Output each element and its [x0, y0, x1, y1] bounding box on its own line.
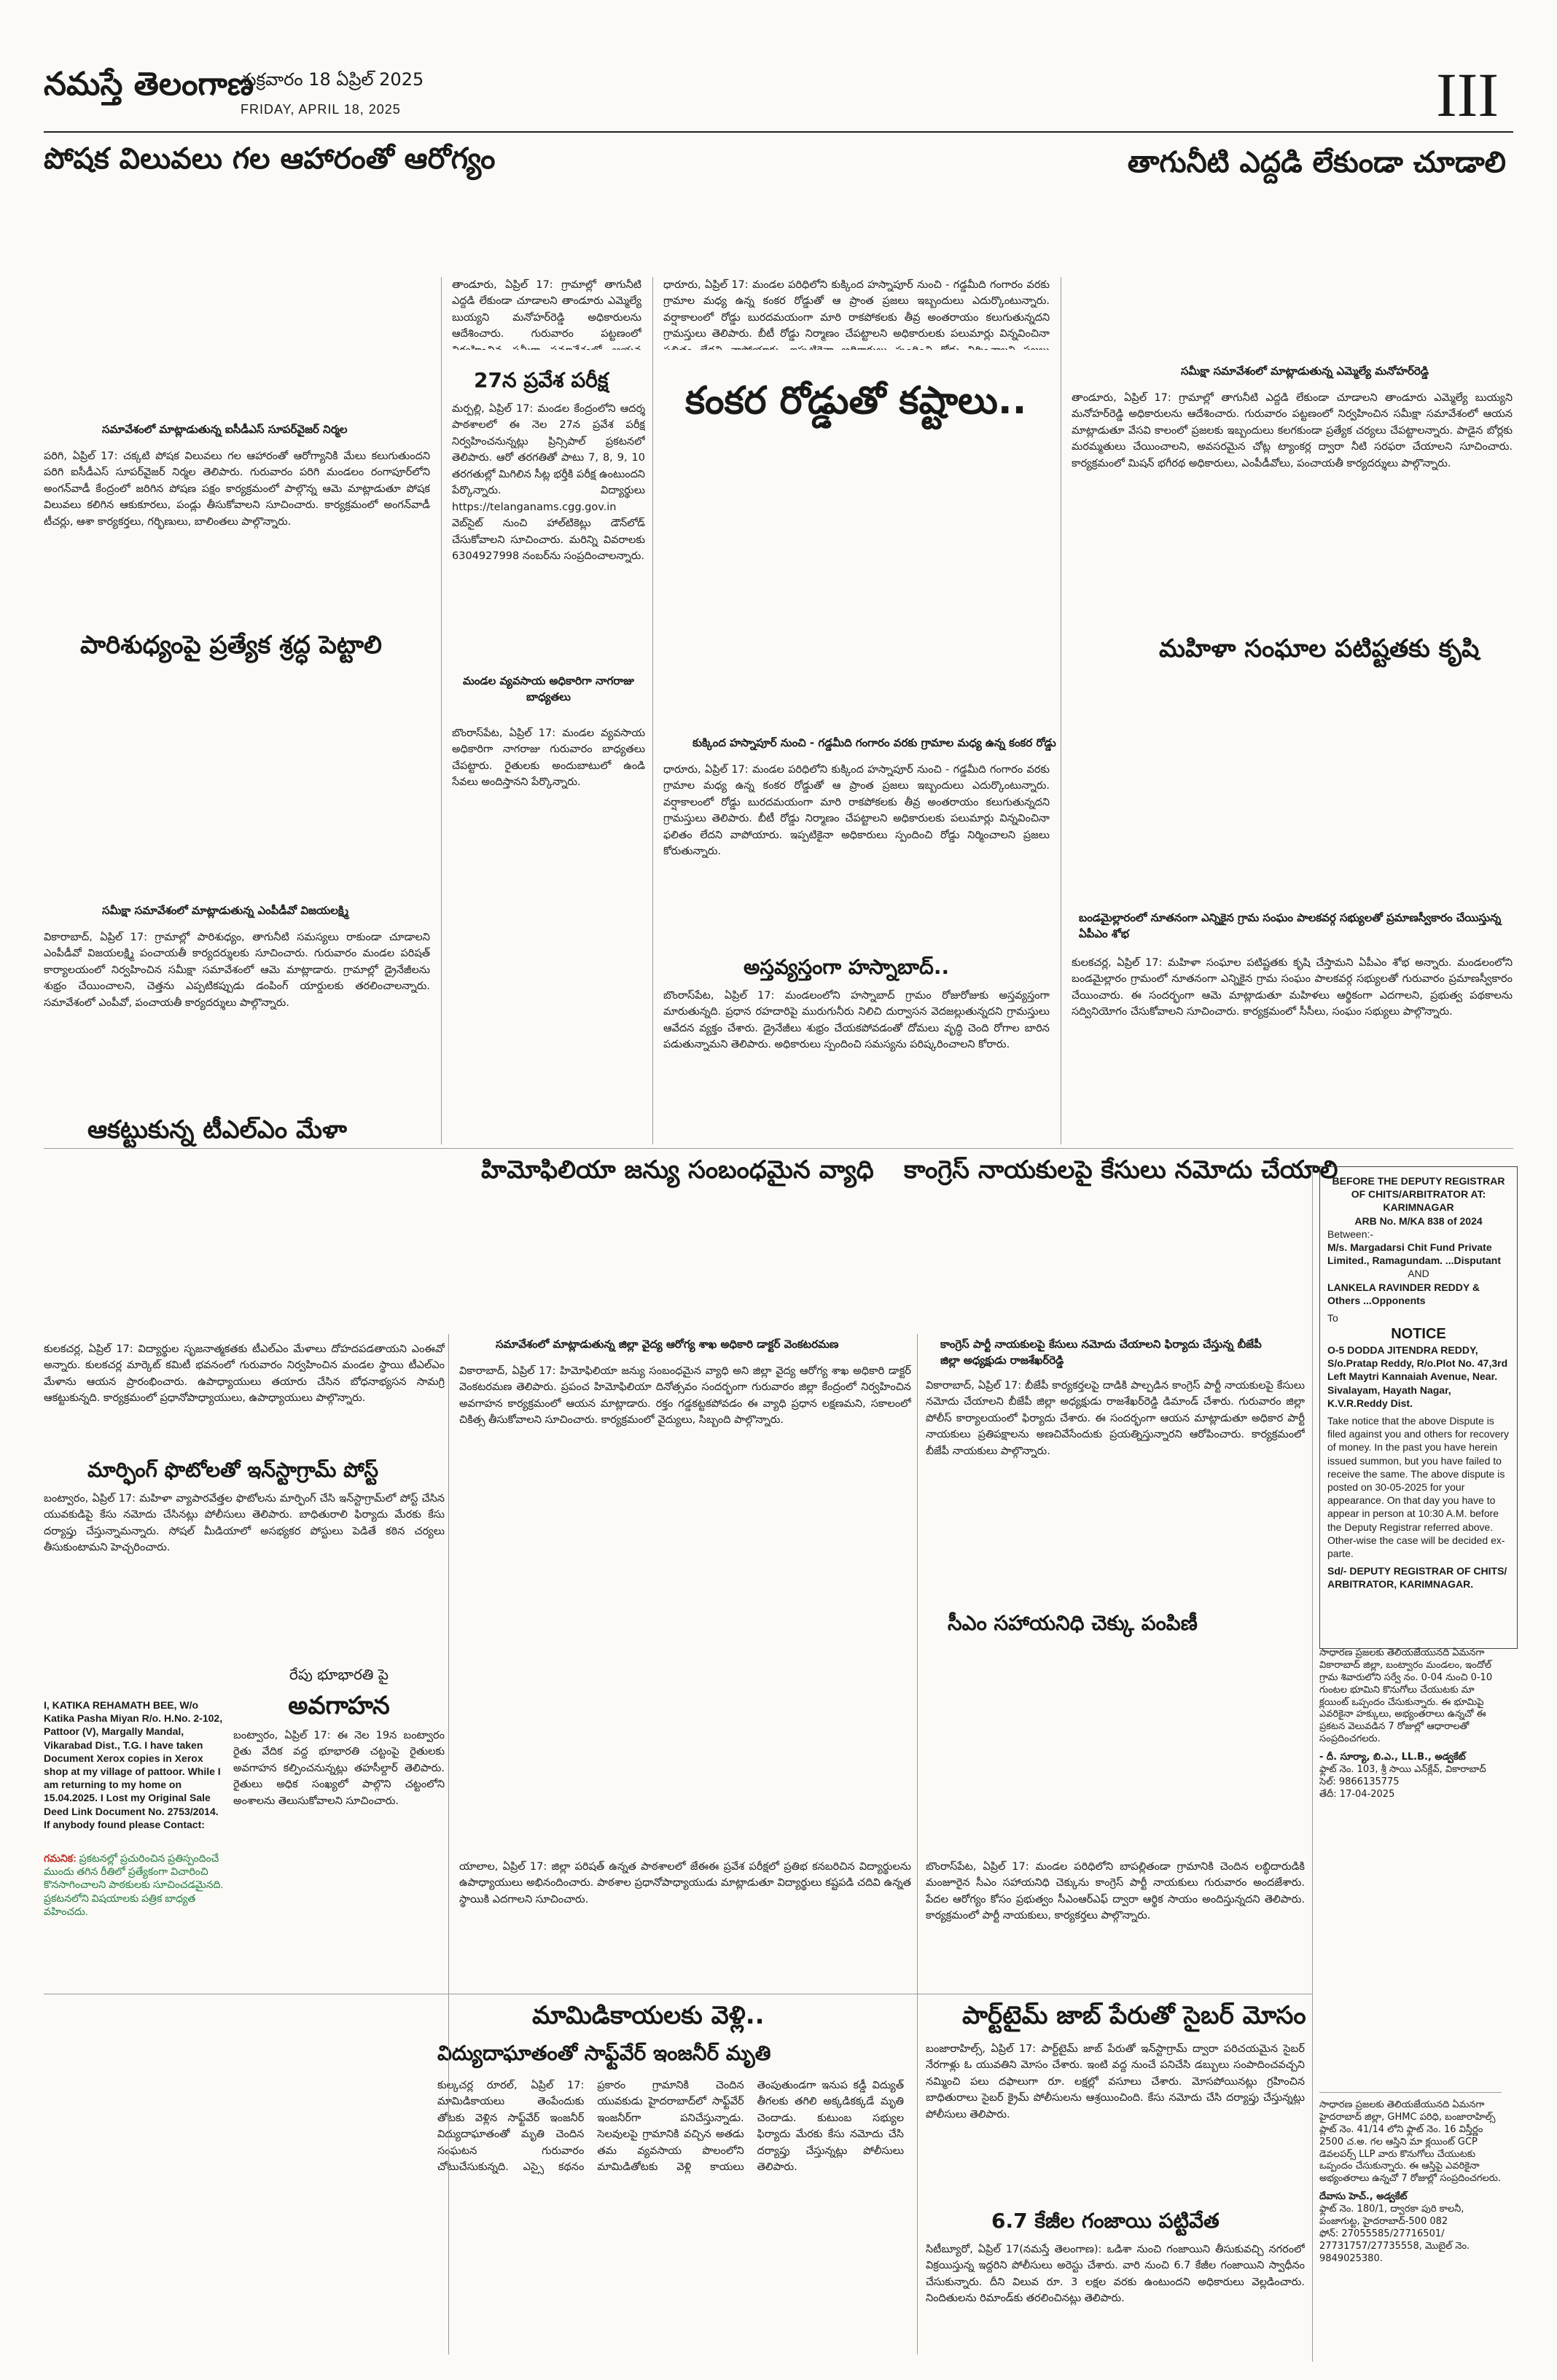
headline-bhubharati: అవగాహన — [288, 1691, 390, 1720]
caption-water: సమీక్షా సమావేశంలో మాట్లాడుతున్న ఎమ్మెల్య… — [1181, 364, 1429, 378]
headline-entrance: 27న ప్రవేశ పరీక్ష — [474, 368, 609, 392]
headline-water: తాగునీటి ఎద్దడి లేకుండా చూడాలి — [1127, 146, 1506, 179]
headline-sanitation: పారిశుధ్యంపై ప్రత్యేక శ్రద్ధ పెట్టాలి — [80, 631, 382, 660]
article-entrance: మర్పల్లి, ఏప్రిల్ 17: మండల కేంద్రంలోని ఆ… — [452, 403, 645, 563]
headline-ganja: 6.7 కేజీల గంజాయి పట్టివేత — [991, 2209, 1220, 2233]
page-number: III — [1436, 60, 1499, 130]
property-notice-1: సాధారణ ప్రజలకు తెలియజేయునది ఏమనగా వికారా… — [1319, 1647, 1493, 1800]
article-yalal: యాలాల, ఏప్రిల్ 17: జిల్లా పరిషత్ ఉన్నత ప… — [459, 1861, 911, 1905]
article-top-continuation-2: ధారూరు, ఏప్రిల్ 17: మండల పరిధిలోని కుక్క… — [663, 279, 1050, 350]
classified-disclaimer: గమనిక: ప్రకటనల్లో ప్రచురించిన ప్రతిస్పంద… — [44, 1852, 224, 1917]
caption-congress: కాంగ్రెస్ పార్టీ నాయకులపై కేసులు నమోదు చ… — [940, 1338, 1262, 1367]
article-cyber: బంజారాహిల్స్, ఏప్రిల్ 17: పార్ట్‌టైమ్ జా… — [926, 2043, 1305, 2120]
notice-heading: NOTICE — [1391, 1326, 1446, 1343]
article-cmrf: బొంరాస్‌పేట, ఏప్రిల్ 17: మండల పరిధిలోని … — [926, 1861, 1305, 1922]
article-ganja: సిటీబ్యూరో, ఏప్రిల్ 17(నమస్తే తెలంగాణ): … — [926, 2244, 1305, 2305]
article-agri-officer: బొంరాస్‌పేట, ఏప్రిల్ 17: మండల వ్యవసాయ అధ… — [452, 727, 645, 789]
headline-kankara: కంకర రోడ్డుతో కష్టాలు.. — [685, 379, 1027, 423]
article-kankara: ధారూరు, ఏప్రిల్ 17: మండల పరిధిలోని కుక్క… — [663, 764, 1050, 858]
caption-nutrition: సమావేశంలో మాట్లాడుతున్న ఐసీడీఎస్ సూపర్‌వ… — [102, 423, 348, 436]
article-women: కులకచర్ల, ఏప్రిల్ 17: మహిళా సంఘాల పటిష్ట… — [1072, 957, 1513, 1018]
article-marphing: బంట్వారం, ఏప్రిల్ 17: మహిళా వ్యాపారవేత్త… — [44, 1493, 445, 1554]
headline-mango: మామిడికాయలకు వెళ్లి.. — [532, 2001, 765, 2030]
article-hospital: బొంరాస్‌పేట, ఏప్రిల్ 17: మండలంలోని హస్నా… — [663, 990, 1050, 1051]
headline-hospital: అస్తవ్యస్తంగా హస్నాబాద్.. — [744, 955, 950, 979]
article-mango: కుల్కచర్ల రూరల్, ఏప్రిల్ 17: మామిడికాయలు… — [437, 2080, 904, 2174]
date-english: FRIDAY, APRIL 18, 2025 — [241, 102, 401, 117]
masthead-rule — [44, 131, 1513, 133]
headline-electrocution: విద్యుదాఘాతంతో సాఫ్ట్‌వేర్ ఇంజనీర్ మృతి — [437, 2041, 771, 2065]
article-tlm-mela: కులకచర్ల, ఏప్రిల్ 17: విద్యార్థుల సృజనాత… — [44, 1343, 445, 1405]
property-notice-2: సాధారణ ప్రజలకు తెలియజేయునది ఏమనగా హైదరాబ… — [1319, 2099, 1502, 2264]
caption-sanitation: సమీక్షా సమావేశంలో మాట్లాడుతున్న ఎంపీడీవో… — [102, 904, 349, 917]
article-nutrition: పరిగి, ఏప్రిల్ 17: చక్కటి పోషక విలువలు గ… — [44, 450, 430, 528]
legal-notice: BEFORE THE DEPUTY REGISTRAR OF CHITS/ARB… — [1319, 1166, 1518, 1649]
masthead-title: నమస్తే తెలంగాణ — [44, 66, 254, 103]
caption-hemophilia: సమావేశంలో మాట్లాడుతున్న జిల్లా వైద్య ఆరో… — [496, 1338, 839, 1351]
headline-hemophilia: హిమోఫిలియా జన్యు సంబంధమైన వ్యాధి — [481, 1155, 874, 1185]
article-congress: వికారాబాద్, ఏప్రిల్ 17: బీజేపీ కార్యకర్త… — [926, 1380, 1305, 1457]
caption-women: బండమైల్లారంలో నూతనంగా ఎన్నికైన గ్రామ సంఘ… — [1079, 911, 1502, 940]
headline-tlm: ఆకట్టుకున్న టీఎల్ఎం మేళా — [87, 1115, 347, 1144]
article-top-continuation: తాండూరు, ఏప్రిల్ 17: గ్రామాల్లో తాగునీటి… — [452, 279, 641, 350]
headline-cyber: పార్ట్‌టైమ్ జాబ్ పేరుతో సైబర్ మోసం — [962, 2001, 1306, 2030]
date-telugu: శుక్రవారం 18 ఏప్రిల్ 2025 — [241, 69, 424, 90]
article-sanitation: వికారాబాద్, ఏప్రిల్ 17: గ్రామాల్లో పారిశ… — [44, 932, 430, 1009]
headline-marphing: మార్ఫింగ్ ఫొటోలతో ఇన్‌స్టాగ్రామ్ పోస్ట్ — [87, 1458, 378, 1482]
headline-congress: కాంగ్రెస్ నాయకులపై కేసులు నమోదు చేయాలి — [904, 1155, 1338, 1185]
headline-bhubharati-pre: రేపు భూభారతి పై — [289, 1666, 389, 1683]
headline-women-groups: మహిళా సంఘాల పటిష్టతకు కృషి — [1159, 634, 1480, 663]
article-hemophilia: వికారాబాద్, ఏప్రిల్ 17: హిమోఫిలియా జన్యు… — [459, 1365, 911, 1427]
article-water: తాండూరు, ఏప్రిల్ 17: గ్రామాల్లో తాగునీటి… — [1072, 392, 1513, 469]
headline-cmrf: సీఎం సహాయనిధి చెక్కు పంపిణీ — [948, 1611, 1198, 1635]
article-bhubharati: బంట్వారం, ఏప్రిల్ 17: ఈ నెల 19న బంట్వారం… — [233, 1730, 445, 1807]
caption-kankara: కుక్కింద హస్నాపూర్ నుంచి - గడ్డమీది గంగా… — [692, 736, 1056, 749]
lost-document-notice: I, KATIKA REHAMATH BEE, W/o Katika Pasha… — [44, 1699, 223, 1830]
caption-agri-officer: మండల వ్యవసాయ అధికారిగా నాగరాజు బాధ్యతలు — [463, 674, 634, 703]
headline-nutrition: పోషక విలువలు గల ఆహారంతో ఆరోగ్యం — [44, 142, 496, 176]
